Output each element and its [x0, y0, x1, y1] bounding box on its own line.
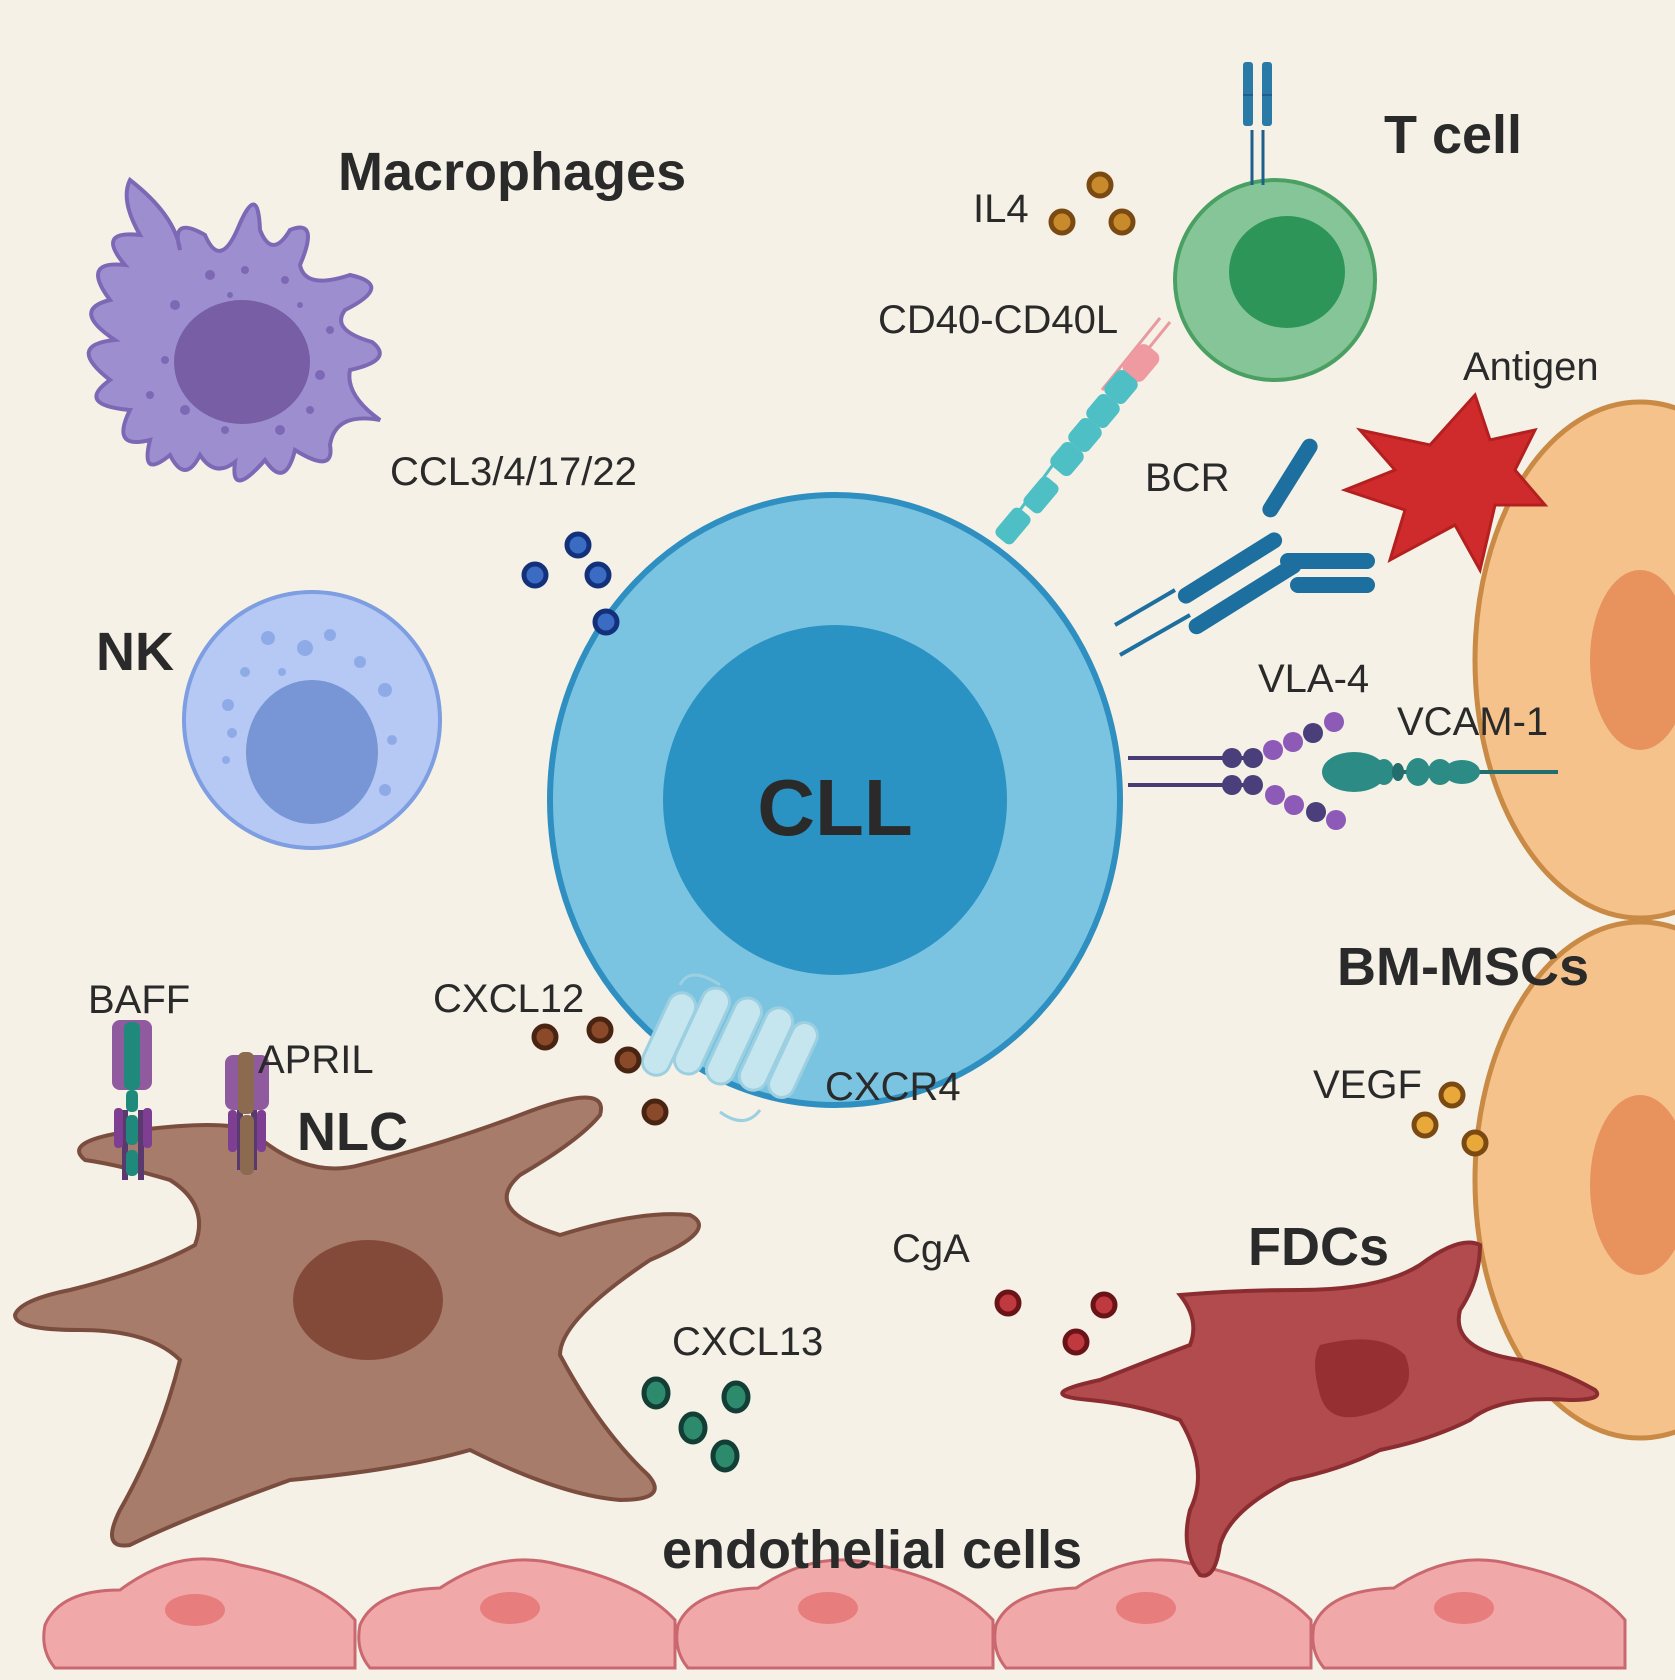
cxcl13-molecules: [641, 1376, 751, 1473]
baff-receptor: [112, 1020, 152, 1180]
nk-cell: [182, 590, 442, 850]
label-cxcl12: CXCL12: [433, 977, 584, 1021]
bcr-receptor: [1113, 438, 1375, 657]
label-vegf: VEGF: [1313, 1063, 1422, 1107]
nlc-cell: [12, 1095, 701, 1548]
endothelial-cell: [357, 1558, 677, 1670]
label-antigen: Antigen: [1463, 345, 1599, 389]
ccl-molecules: [521, 531, 620, 636]
endothelial-cell: [675, 1558, 995, 1670]
il4-molecules: [1048, 171, 1136, 236]
label-nk: NK: [96, 622, 174, 682]
bm-msc-cell: [1472, 919, 1675, 1441]
label-ccl: CCL3/4/17/22: [390, 450, 637, 494]
fdc-cell: [1060, 1240, 1600, 1578]
label-april: APRIL: [258, 1038, 374, 1082]
label-vla4: VLA-4: [1258, 657, 1369, 701]
cxcr4-receptor: [640, 973, 819, 1122]
label-nlc: NLC: [297, 1102, 408, 1162]
label-cll: CLL: [757, 763, 913, 852]
label-vcam1: VCAM-1: [1397, 700, 1548, 744]
vla4-vcam1-receptor: [1128, 712, 1558, 830]
label-t-cell: T cell: [1384, 105, 1522, 165]
label-macrophages: Macrophages: [338, 142, 686, 202]
antigen: [1340, 392, 1549, 575]
label-cxcl13: CXCL13: [672, 1320, 823, 1364]
bm-msc-cell: [1472, 399, 1675, 921]
cga-molecules: [994, 1289, 1118, 1356]
t-cell: [1173, 62, 1377, 382]
label-endothelial-cells: endothelial cells: [662, 1520, 1082, 1580]
endothelial-cell: [1311, 1558, 1627, 1670]
endothelial-cells: [42, 1557, 1627, 1670]
label-fdcs: FDCs: [1248, 1217, 1389, 1277]
label-cxcr4: CXCR4: [825, 1065, 961, 1109]
label-bcr: BCR: [1145, 456, 1229, 500]
t-cell-receptor: [1243, 62, 1272, 185]
label-il4: IL4: [973, 187, 1029, 231]
bm-msc-cells: [1472, 399, 1675, 1441]
label-bm-mscs: BM-MSCs: [1337, 937, 1589, 997]
cd40-cd40l-receptor: [995, 317, 1172, 545]
label-cd40-cd40l: CD40-CD40L: [878, 298, 1118, 342]
vegf-molecules: [1411, 1081, 1489, 1157]
cll-cell: [547, 492, 1123, 1108]
label-baff: BAFF: [88, 978, 190, 1022]
cxcl12-molecules: [531, 1016, 669, 1126]
macrophage-cell: [86, 176, 382, 483]
endothelial-cell: [42, 1557, 357, 1670]
april-receptor: [225, 1052, 269, 1175]
label-cga: CgA: [892, 1227, 970, 1271]
